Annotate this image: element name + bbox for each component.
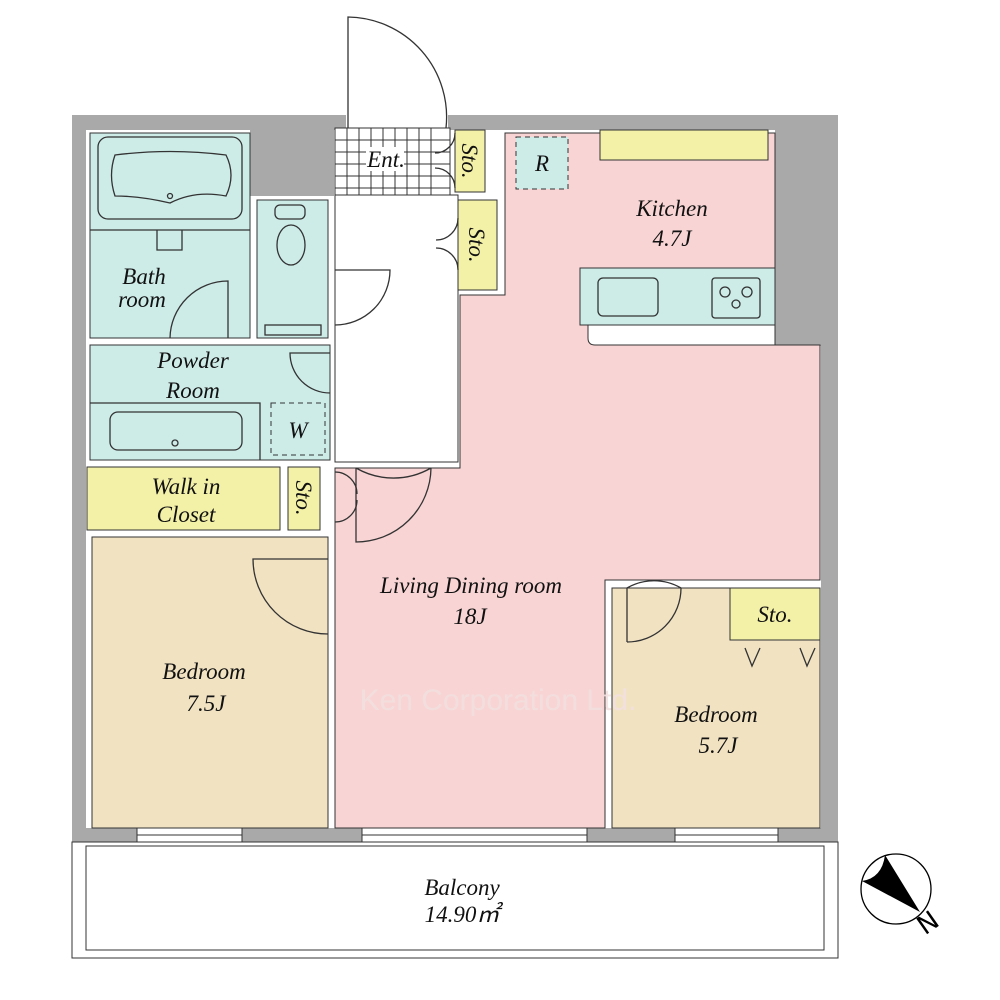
storage-3-label: Sto. <box>291 480 316 515</box>
entrance: Ent. <box>334 127 451 196</box>
wic-label-2: Closet <box>157 502 216 527</box>
toilet-icon <box>264 204 322 336</box>
bedroom-2-label: Bedroom <box>674 702 757 727</box>
wic-label-1: Walk in <box>152 474 221 499</box>
bath-door <box>169 280 229 339</box>
bathroom <box>89 132 251 339</box>
bedroom-1-label: Bedroom <box>162 659 245 684</box>
storage-4-label: Sto. <box>757 602 792 627</box>
washer-label: W <box>288 418 309 443</box>
sink-icon <box>597 277 659 317</box>
storage-4 <box>729 587 821 641</box>
storage-1 <box>454 129 486 193</box>
north-arrow-icon: N <box>860 853 945 941</box>
hallway <box>334 194 459 463</box>
storage-1-label: Sto. <box>457 143 482 178</box>
walk-in-closet <box>86 466 281 531</box>
storage-3 <box>287 466 321 531</box>
storage-2 <box>457 199 498 291</box>
stove-icon <box>711 277 761 319</box>
bath-label-1: Bath <box>122 264 165 289</box>
balcony-label: Balcony <box>424 875 500 900</box>
ldk-size: 18J <box>453 604 488 629</box>
kitchen-label: Kitchen <box>635 196 708 221</box>
bedroom-1 <box>91 536 329 829</box>
refrigerator-space <box>515 136 569 190</box>
bedroom-1-size: 7.5J <box>187 691 228 716</box>
bath-label-2: room <box>118 287 166 312</box>
toilet-room <box>256 199 329 339</box>
bathtub-icon <box>97 136 243 220</box>
watermark: Ken Corporation Ltd. <box>360 684 637 717</box>
kitchen-size: 4.7J <box>653 226 694 251</box>
entrance-door <box>347 16 448 129</box>
powder-label-1: Powder <box>156 348 230 373</box>
washer-space <box>270 402 326 456</box>
refrigerator-label: R <box>534 151 549 176</box>
bedroom-2-size: 5.7J <box>699 733 740 758</box>
powder-label-2: Room <box>165 378 220 403</box>
balcony: Balcony 14.90㎡ <box>71 841 839 959</box>
storage-2-label: Sto. <box>464 227 489 262</box>
vanity-icon <box>109 411 243 451</box>
entrance-label: Ent. <box>366 147 405 172</box>
balcony-size: 14.90㎡ <box>425 901 504 927</box>
ldk-label: Living Dining room <box>379 573 562 598</box>
windows <box>136 827 779 843</box>
kitchen-back-counter <box>599 129 769 161</box>
